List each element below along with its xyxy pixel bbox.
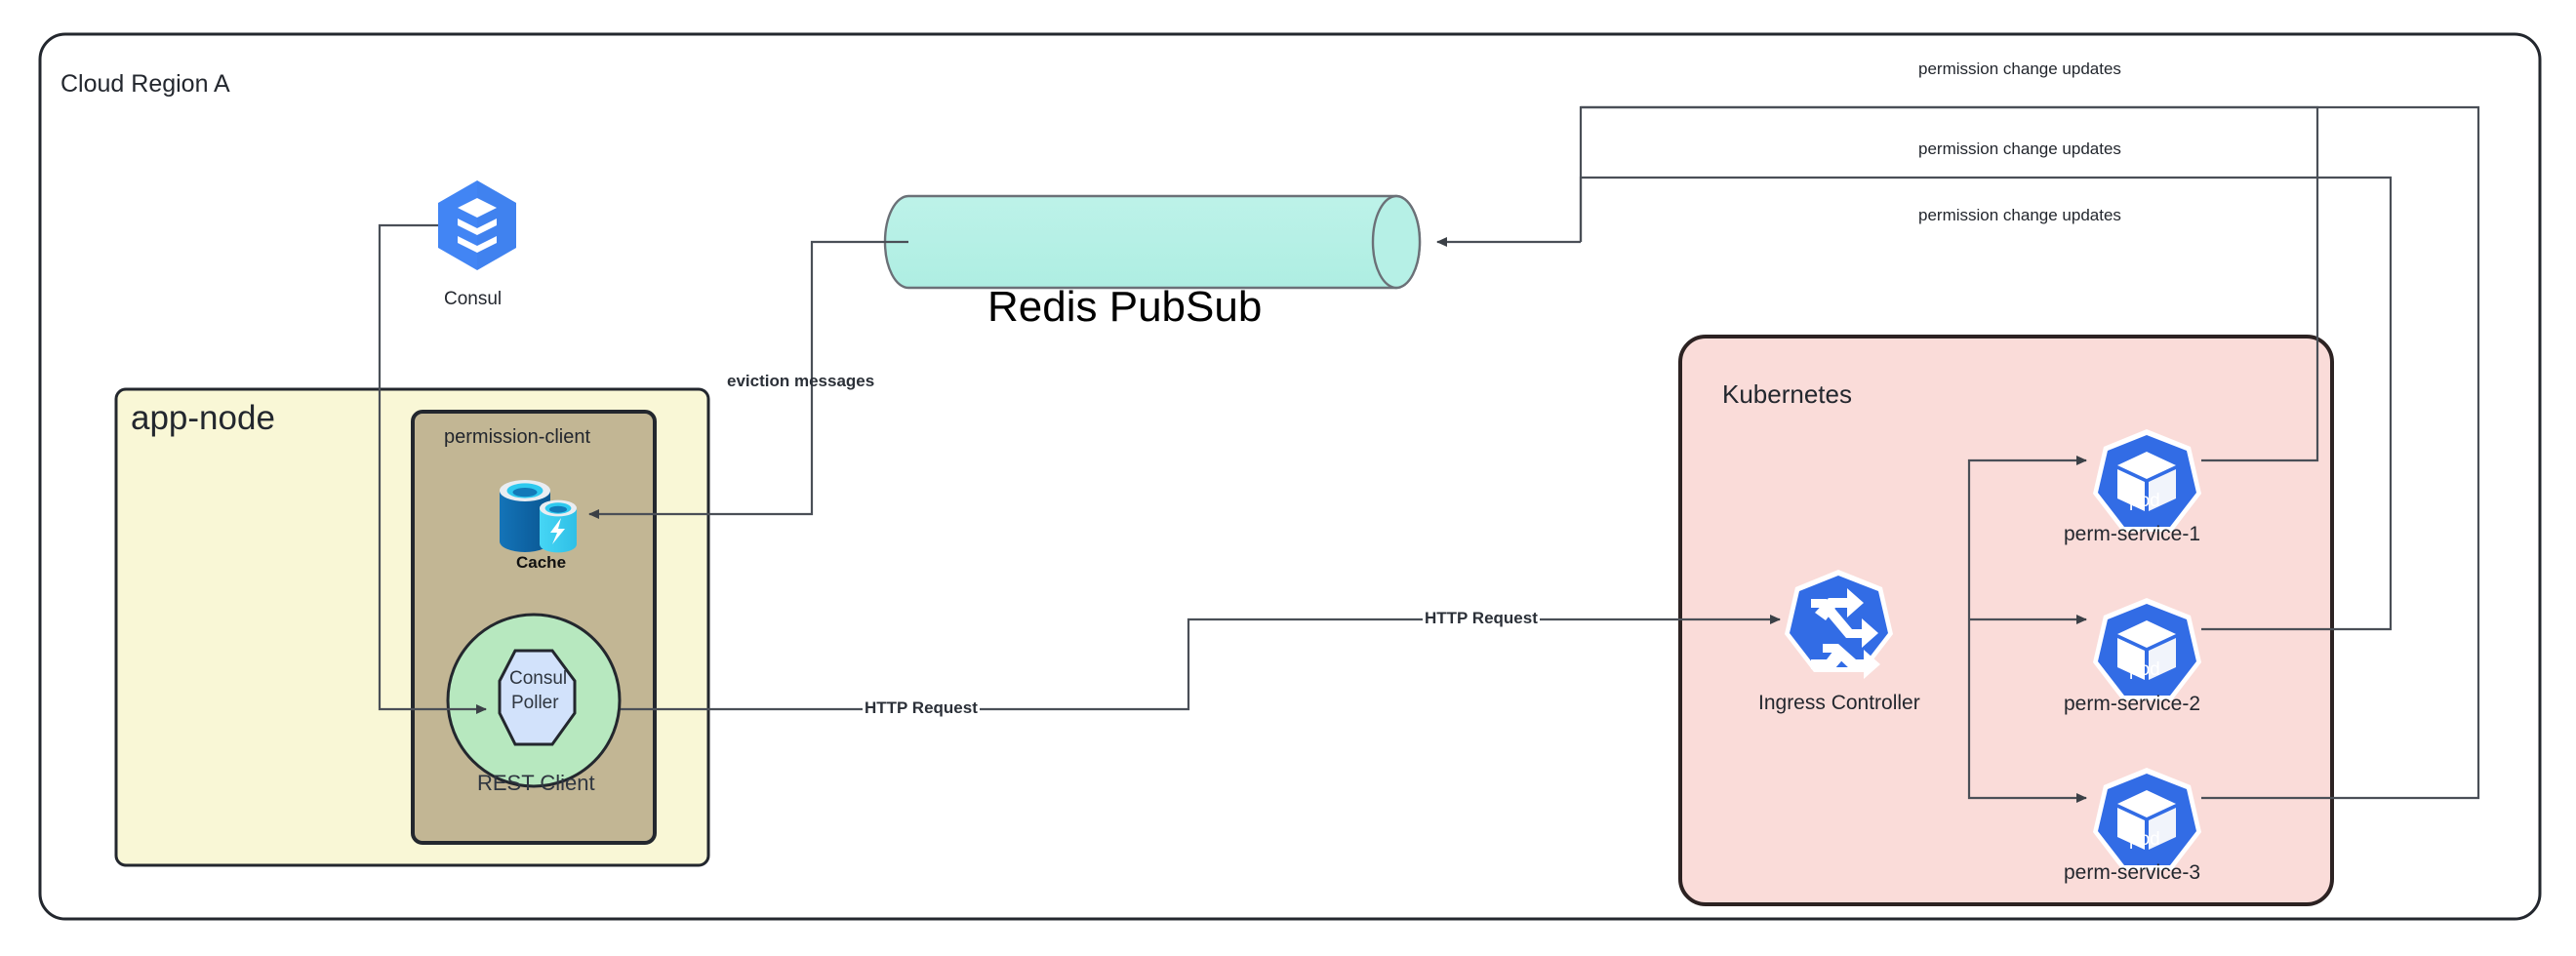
consul-poller-hexagon [498, 649, 577, 746]
edge-pod-2-to-redis [1579, 176, 2393, 631]
redis-pubsub-label: Redis PubSub [987, 283, 1263, 331]
ingress-controller-label: Ingress Controller [1758, 692, 1920, 714]
edge-label-eviction-messages: eviction messages [727, 372, 875, 390]
k8s-pod-icon [2093, 768, 2201, 870]
cache-label: Cache [516, 553, 567, 572]
consul-label: Consul [444, 289, 503, 309]
kubernetes-label: Kubernetes [1722, 379, 1852, 409]
k8s-pod-icon [2093, 429, 2201, 532]
edge-label-http-request-lower: HTTP Request [863, 698, 980, 718]
k8s-ingress-icon [1785, 570, 1893, 679]
edge-ingress-to-pod-1 [1967, 456, 2087, 619]
edge-pod-3-to-redis [1581, 105, 2480, 800]
rest-client-label: REST Client [477, 771, 595, 795]
k8s-pod-icon [2093, 598, 2201, 700]
pod-badge: pod [2129, 491, 2160, 511]
consul-poller-label-line2: Poller [511, 693, 559, 713]
edge-consul-to-poller [378, 223, 487, 714]
redis-pubsub-shape [883, 194, 1422, 290]
edge-label-permission-change-updates-1: permission change updates [1915, 60, 2124, 79]
pod-label-perm-service-1: perm-service-1 [2064, 523, 2201, 545]
app-node-label: app-node [131, 399, 275, 437]
edge-label-http-request-upper: HTTP Request [1423, 609, 1540, 628]
consul-hexagon-icon [438, 180, 516, 270]
edge-redis-to-cache [588, 240, 908, 519]
consul-poller-label-line1: Consul [509, 668, 568, 689]
pod-label-perm-service-2: perm-service-2 [2064, 693, 2201, 715]
edge-restclient-to-ingress [621, 615, 1781, 711]
pod-badge: pod [2129, 659, 2160, 680]
redis-cache-icon [500, 480, 577, 553]
page-title: Cloud Region A [60, 70, 230, 98]
edge-label-permission-change-updates-2: permission change updates [1915, 139, 2124, 159]
edge-ingress-to-pod-3 [1967, 619, 2087, 803]
cloud-region-border [38, 32, 2542, 921]
pod-badge: pod [2129, 829, 2160, 850]
edge-label-permission-change-updates-3: permission change updates [1915, 206, 2124, 225]
pod-label-perm-service-3: perm-service-3 [2064, 861, 2201, 884]
permission-client-label: permission-client [444, 426, 591, 448]
